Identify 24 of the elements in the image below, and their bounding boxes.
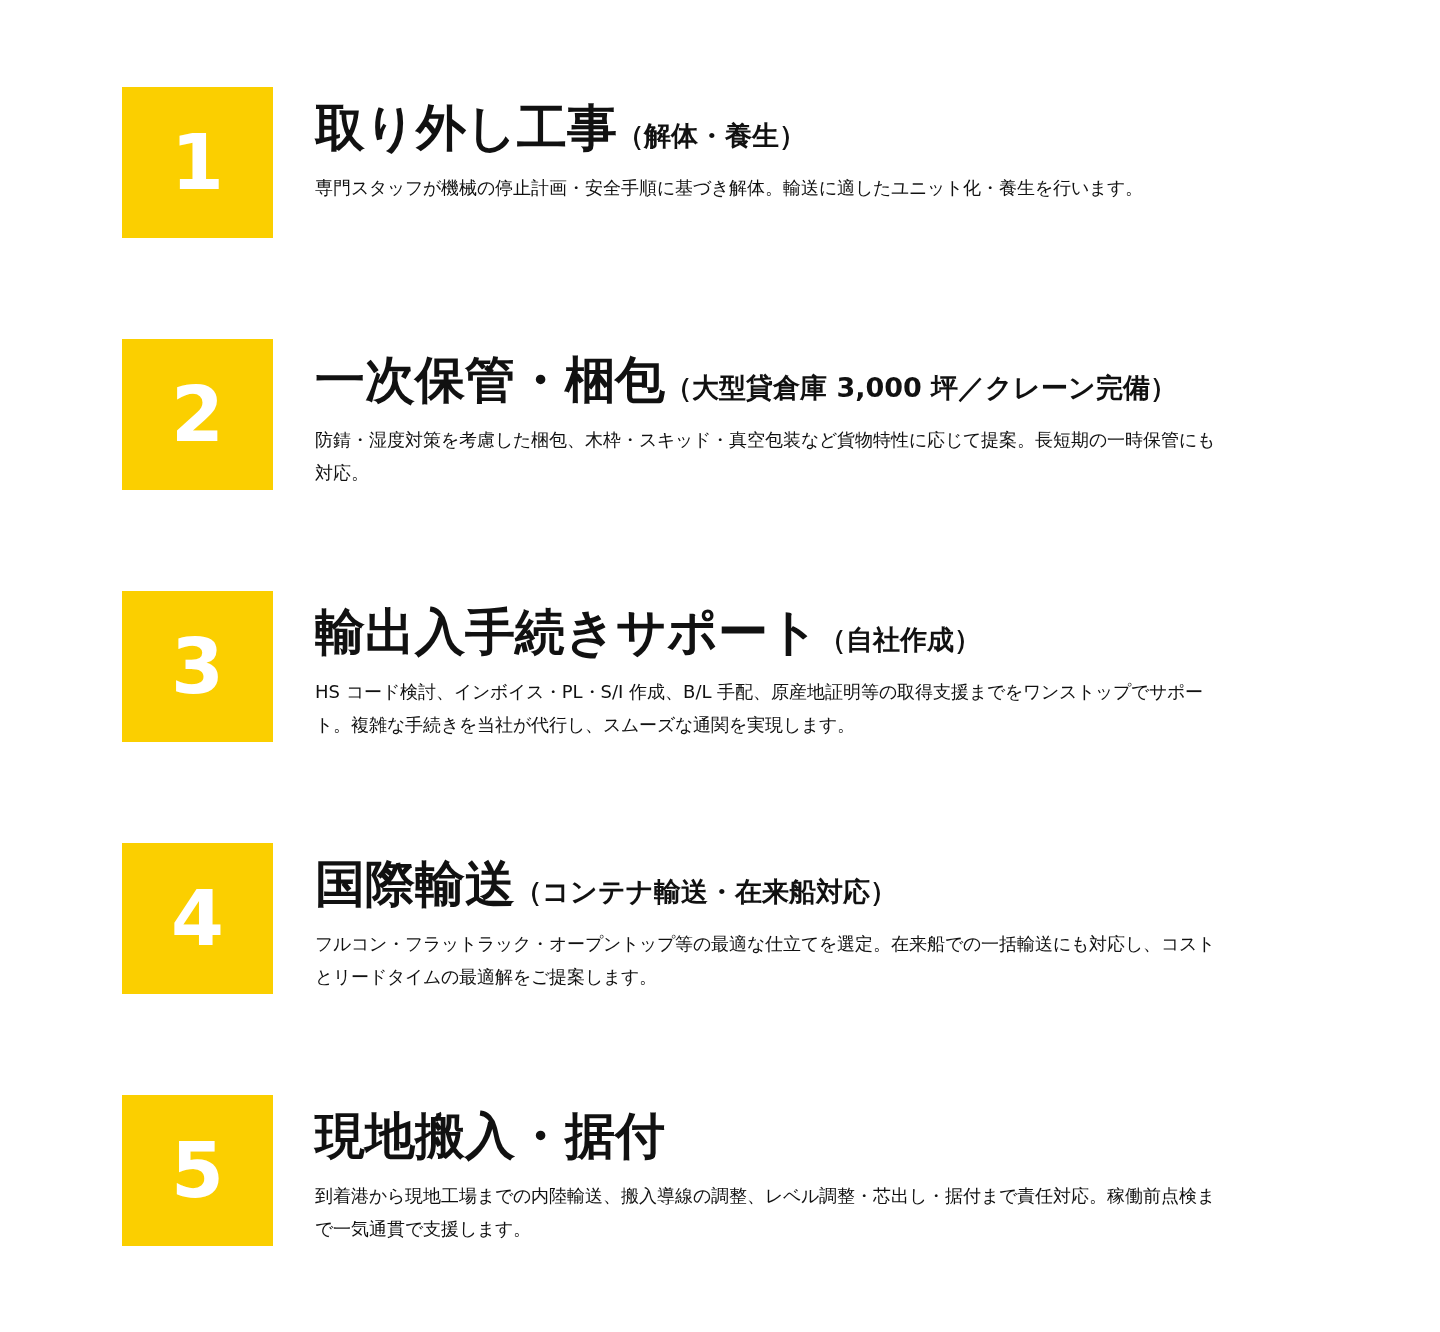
step-subtitle: （大型貸倉庫 3,000 坪／クレーン完備） <box>665 371 1178 405</box>
step-title: 輸出入手続きサポート <box>315 602 819 663</box>
step-subtitle: （コンテナ輸送・在来船対応） <box>515 875 897 909</box>
step-description: 到着港から現地工場までの内陸輸送、搬入導線の調整、レベル調整・芯出し・据付まで責任対応。稼働前点検まで一気通貫で支援します。 <box>315 1184 1215 1241</box>
step-number-badge <box>122 591 273 742</box>
step-number: 3 <box>171 628 224 705</box>
step-title: 現地搬入・据付 <box>315 1106 665 1167</box>
step-number: 2 <box>171 376 224 453</box>
step-number-badge <box>122 87 273 238</box>
step-number-badge <box>122 1095 273 1246</box>
step-description: 防錆・湿度対策を考慮した梱包、木枠・スキッド・真空包装など貨物特性に応じて提案。長短期の一時保管にも対応。 <box>315 428 1215 485</box>
step-number-badge <box>122 339 273 490</box>
step-title: 取り外し工事 <box>315 98 617 159</box>
step-subtitle: （解体・養生） <box>617 119 806 153</box>
step-subtitle: （自社作成） <box>819 623 981 657</box>
step-number-badge <box>122 843 273 994</box>
step-title: 一次保管・梱包 <box>315 350 665 411</box>
step-title: 国際輸送 <box>315 854 515 915</box>
step-number: 1 <box>171 124 224 201</box>
step-number: 4 <box>171 880 224 957</box>
step-number: 5 <box>171 1132 224 1209</box>
step-description: 専門スタッフが機械の停止計画・安全手順に基づき解体。輸送に適したユニット化・養生を行います。 <box>315 176 1144 200</box>
step-description: フルコン・フラットラック・オープントップ等の最適な仕立てを選定。在来船での一括輸送にも対応し、コストとリードタイムの最適解をご提案します。 <box>315 932 1215 989</box>
step-description: HS コード検討、インボイス・PL・S/I 作成、B/L 手配、原産地証明等の取得支援までをワンストップでサポート。複雑な手続きを当社が代行し、スムーズな通関を実現します。 <box>315 680 1205 737</box>
